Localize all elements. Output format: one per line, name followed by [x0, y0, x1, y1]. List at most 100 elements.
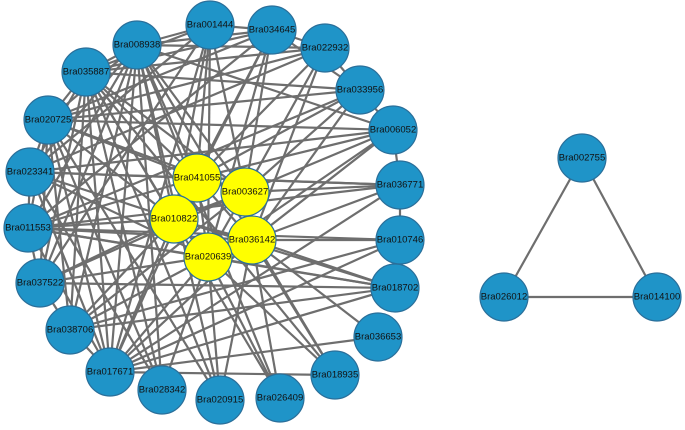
- node-bra014100: Bra014100: [632, 272, 682, 322]
- node-circle: [149, 194, 199, 244]
- node-bra026012: Bra026012: [479, 272, 529, 322]
- network-1-edge-bra010822-bra017671: [108, 218, 176, 373]
- network-1-edge-bra010822-bra020725: [47, 119, 175, 220]
- node-circle: [5, 147, 55, 197]
- node-label: Bra026409: [257, 393, 303, 404]
- node-label: Bra028342: [139, 385, 185, 396]
- node-label: Bra022932: [302, 43, 348, 54]
- network-1-edge-bra003627-bra034645: [243, 29, 274, 193]
- node-label: Bra001444: [187, 20, 233, 31]
- node-circle: [632, 272, 682, 322]
- network-1-edge-bra037522-bra008938: [38, 44, 139, 284]
- node-bra020915: Bra020915: [195, 375, 245, 425]
- network-1-edge-bra036142-bra006052: [251, 129, 394, 241]
- node-circle: [61, 47, 111, 97]
- node-bra022932: Bra022932: [300, 23, 350, 73]
- node-circle: [300, 23, 350, 73]
- node-bra018935: Bra018935: [310, 350, 360, 400]
- node-circle: [220, 167, 270, 217]
- network-1-edge-bra018702-bra037522: [39, 281, 396, 290]
- network-1-edge-bra036142-bra018702: [251, 238, 396, 290]
- network-1-edge-bra038706-bra008938: [68, 44, 139, 331]
- node-circle: [3, 203, 53, 253]
- network-1-edge-bra037522-bra035887: [38, 71, 88, 284]
- node-bra036771: Bra036771: [375, 160, 425, 210]
- network-1-edge-bra036142-bra036771: [251, 183, 401, 242]
- network-1-edge-bra006052-bra023341: [29, 128, 394, 174]
- network-edges: [26, 23, 658, 401]
- network-1-edge-bra023341-bra008938: [29, 44, 138, 173]
- node-bra038706: Bra038706: [45, 305, 95, 355]
- network-2-edge-bra002755-bra014100: [581, 157, 658, 298]
- node-circle: [112, 20, 162, 70]
- node-circle: [557, 133, 607, 183]
- node-bra037522: Bra037522: [15, 258, 65, 308]
- node-label: Bra018702: [372, 283, 418, 294]
- network-1-edge-bra018935-bra035887: [85, 71, 336, 376]
- network-1-edge-bra020639-bra037522: [39, 255, 209, 285]
- network-1-edge-bra018702-bra038706: [69, 286, 396, 332]
- node-bra028342: Bra028342: [137, 365, 187, 415]
- node-label: Bra041055: [174, 173, 220, 184]
- node-bra018702: Bra018702: [370, 263, 420, 313]
- node-circle: [195, 375, 245, 425]
- node-circle: [353, 312, 403, 362]
- node-label: Bra018935: [312, 370, 358, 381]
- network-1-edge-bra010822-bra038706: [69, 218, 175, 331]
- node-bra020725: Bra020725: [23, 95, 73, 145]
- node-label: Bra008938: [114, 40, 160, 51]
- node-circle: [15, 258, 65, 308]
- node-circle: [183, 232, 233, 282]
- network-1-edge-bra017671-bra008938: [108, 44, 139, 373]
- node-label: Bra010822: [151, 214, 197, 225]
- node-bra036653: Bra036653: [353, 312, 403, 362]
- node-label: Bra020725: [25, 115, 71, 126]
- node-bra001444: Bra001444: [185, 0, 235, 50]
- node-label: Bra037522: [17, 278, 63, 289]
- network-1-edge-bra033956-bra020725: [47, 88, 361, 122]
- node-label: Bra020915: [197, 395, 243, 406]
- node-label: Bra023341: [7, 167, 53, 178]
- node-bra035887: Bra035887: [61, 47, 111, 97]
- node-label: Bra020639: [185, 252, 231, 263]
- node-circle: [227, 215, 277, 265]
- node-circle: [185, 0, 235, 50]
- network-1-edge-bra028342-bra023341: [29, 171, 163, 391]
- node-circle: [255, 373, 305, 423]
- node-bra034645: Bra034645: [247, 5, 297, 55]
- node-circle: [45, 305, 95, 355]
- node-label: Bra035887: [63, 67, 109, 78]
- node-label: Bra017671: [87, 367, 133, 378]
- node-label: Bra011553: [5, 223, 51, 234]
- network-1-edge-bra034645-bra011553: [27, 29, 273, 229]
- node-circle: [368, 105, 418, 155]
- node-bra008938: Bra008938: [112, 20, 162, 70]
- network-1-edge-bra036653-bra017671: [109, 335, 379, 374]
- node-circle: [85, 347, 135, 397]
- node-label: Bra003627: [222, 187, 268, 198]
- node-circle: [247, 5, 297, 55]
- network-1-edge-bra038706-bra020725: [46, 119, 72, 331]
- node-bra023341: Bra023341: [5, 147, 55, 197]
- network-1-edge-bra003627-bra006052: [244, 128, 394, 194]
- node-label: Bra026012: [481, 292, 527, 303]
- network-1-edge-bra022932-bra035887: [85, 46, 326, 74]
- network-1-edge-bra038706-bra035887: [68, 71, 88, 331]
- node-circle: [335, 65, 385, 115]
- network-1-edge-bra028342-bra020725: [46, 119, 164, 391]
- network-1-edge-bra028342-bra035887: [84, 71, 164, 391]
- node-bra011553: Bra011553: [3, 203, 53, 253]
- network-1-edge-bra020915-bra035887: [84, 71, 222, 401]
- node-circle: [310, 350, 360, 400]
- network-1-edge-bra033956-bra035887: [85, 70, 361, 92]
- node-label: Bra034645: [249, 25, 295, 36]
- node-label: Bra010746: [377, 235, 423, 246]
- node-label: Bra014100: [634, 292, 680, 303]
- network-1-edge-bra036142-bra036653: [251, 239, 379, 338]
- network-1-edge-bra006052-bra008938: [136, 43, 394, 132]
- node-label: Bra033956: [337, 85, 383, 96]
- node-bra020639: Bra020639: [183, 232, 233, 282]
- node-bra017671: Bra017671: [85, 347, 135, 397]
- node-label: Bra036653: [355, 332, 401, 343]
